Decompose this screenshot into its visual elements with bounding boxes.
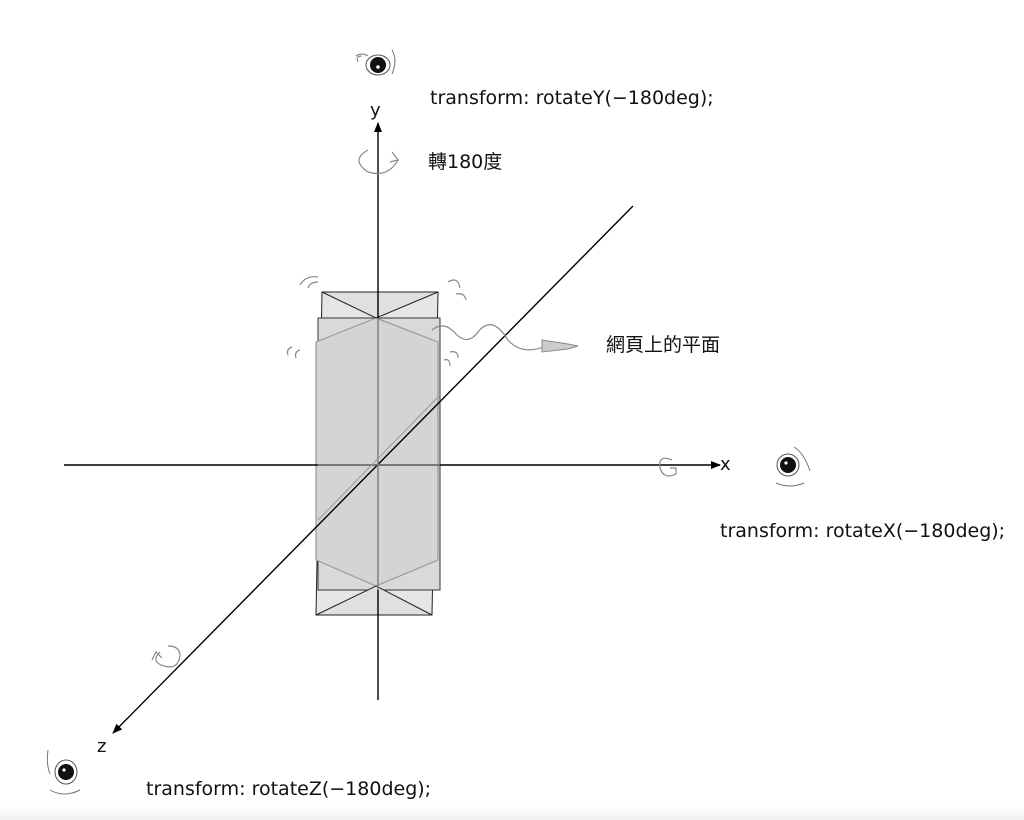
- z-axis: [112, 205, 634, 734]
- plane-guides: [317, 318, 441, 590]
- web-plane-label: 網頁上的平面: [606, 334, 721, 356]
- rotate-x-label: transform: rotateX(−180deg);: [720, 520, 1006, 542]
- rotated-planes: [315, 291, 441, 616]
- y-axis-label: y: [370, 100, 381, 121]
- x-axis-label: x: [720, 454, 731, 475]
- pointer-arrow-icon: [431, 324, 579, 353]
- page-bottom-edge: [0, 806, 1024, 820]
- turn-180-label: 轉180度: [428, 151, 503, 173]
- rotation-arrow-icon: [151, 149, 677, 668]
- z-axis-label: z: [97, 736, 107, 757]
- eye-icon: [355, 49, 396, 76]
- rotate-y-label: transform: rotateY(−180deg);: [430, 87, 714, 109]
- rotation-arrow-icon: [286, 276, 467, 367]
- rotate-z-label: transform: rotateZ(−180deg);: [146, 778, 432, 800]
- eye-icon: [775, 446, 811, 487]
- eye-icon: [46, 749, 81, 795]
